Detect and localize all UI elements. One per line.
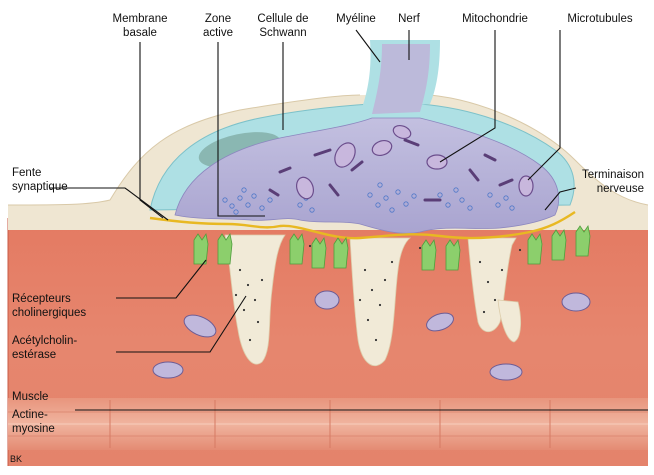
label-acetylcholinesterase-2: estérase <box>12 349 56 361</box>
label-cellule-schwann-2: Schwann <box>259 27 306 39</box>
label-microtubules: Microtubules <box>567 13 632 25</box>
label-membrane-basale-2: basale <box>123 27 157 39</box>
label-recepteurs-1: Récepteurs <box>12 293 71 305</box>
label-recepteurs-2: cholinergiques <box>12 307 86 319</box>
actin-myosin-band <box>8 398 648 450</box>
label-nerf: Nerf <box>398 13 421 25</box>
artist-signature: BK <box>10 454 22 464</box>
label-terminaison-2: nerveuse <box>597 183 644 195</box>
label-cellule-schwann-1: Cellule de <box>257 13 308 25</box>
label-fente-synaptique-2: synaptique <box>12 181 68 193</box>
label-zone-active-1: Zone <box>205 13 231 25</box>
label-fente-synaptique-1: Fente <box>12 167 41 179</box>
label-mitochondrie: Mitochondrie <box>462 13 528 25</box>
label-myeline: Myéline <box>336 13 376 25</box>
label-actine-myosine-1: Actine- <box>12 409 48 421</box>
label-muscle: Muscle <box>12 391 48 403</box>
label-actine-myosine-2: myosine <box>12 423 55 435</box>
label-zone-active-2: active <box>203 27 233 39</box>
nerve-axon <box>362 40 440 114</box>
label-acetylcholinesterase-1: Acétylcholin- <box>12 335 77 347</box>
label-terminaison-1: Terminaison <box>582 169 644 181</box>
label-membrane-basale-1: Membrane <box>113 13 168 25</box>
